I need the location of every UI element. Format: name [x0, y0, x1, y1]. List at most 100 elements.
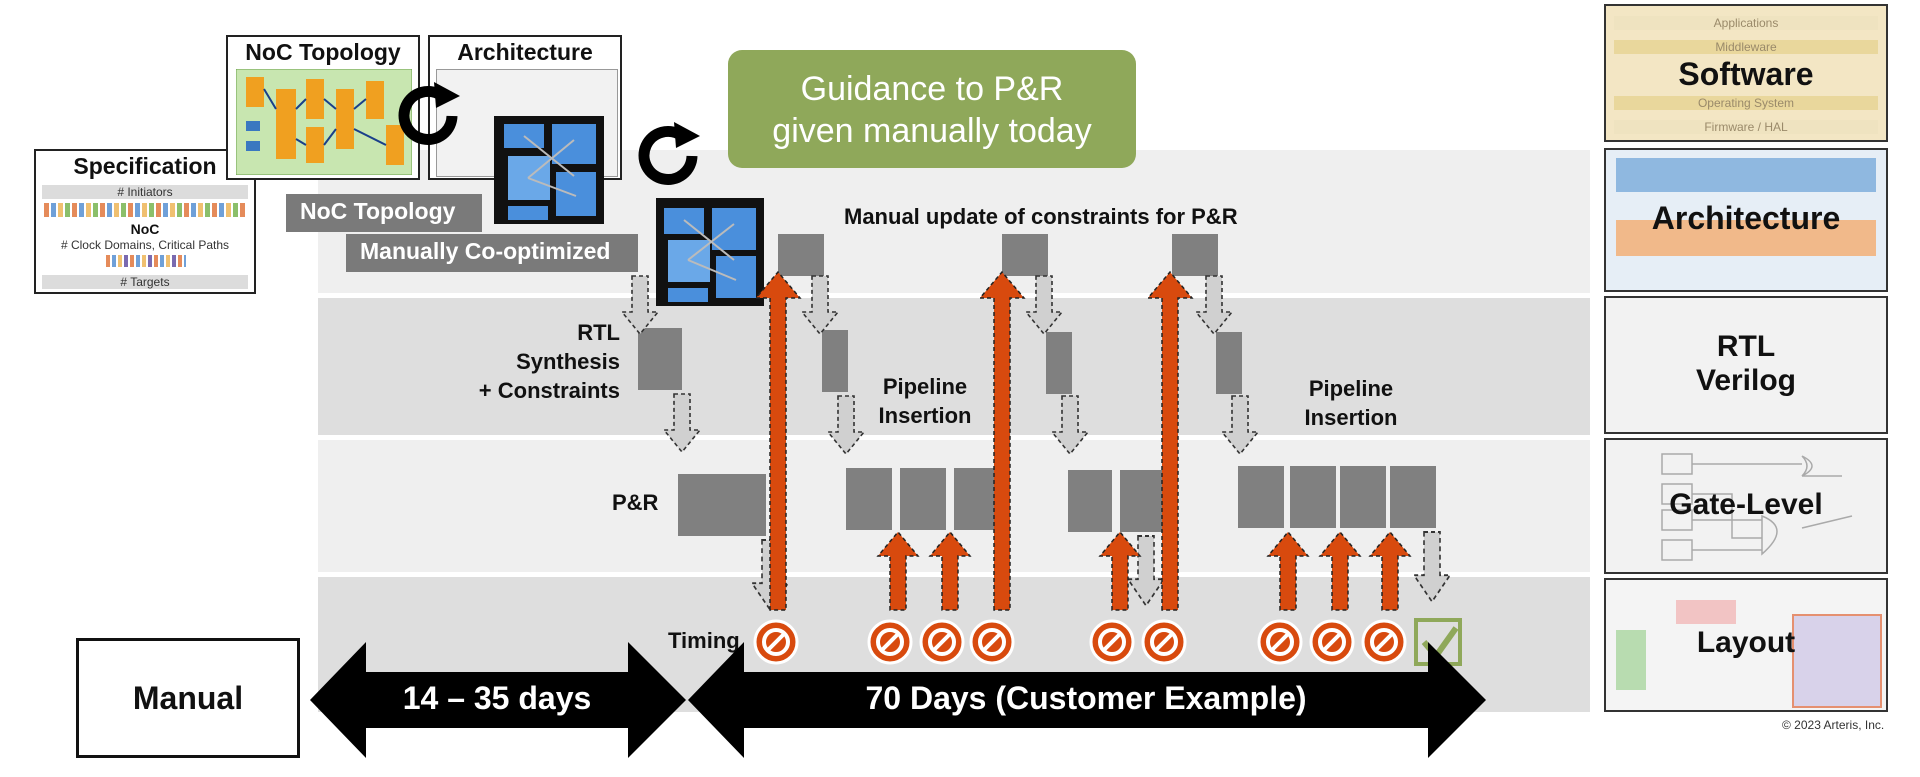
rtl-label: RTL Synthesis + Constraints — [420, 318, 620, 405]
spec-initiator-swatches — [44, 203, 246, 217]
down-arrow-icon — [1051, 395, 1089, 455]
step-box-pr-9 — [1340, 466, 1386, 528]
step-box-pr-8 — [1290, 466, 1336, 528]
days-short-label: 14 – 35 days — [402, 680, 592, 716]
refresh-cycle-icon — [398, 82, 460, 145]
stack-rtl-label-line1: RTL — [1716, 330, 1776, 363]
noc-topology-tag: NoC Topology — [286, 194, 482, 232]
down-arrow-icon — [1413, 531, 1451, 603]
no-entry-icon — [1361, 619, 1407, 665]
step-box-pr-10 — [1390, 466, 1436, 528]
flow-diagram — [310, 234, 1486, 758]
stack-architecture: Architecture — [1604, 148, 1888, 292]
step-box-rtl-4 — [1216, 332, 1242, 394]
down-arrow-icon — [663, 393, 701, 453]
down-arrow-icon — [1221, 395, 1259, 455]
refresh-cycle-icon — [638, 122, 700, 185]
guidance-line2: given manually today — [772, 112, 1092, 150]
rtl-label-line2: Synthesis — [516, 349, 620, 374]
step-box-pr-3 — [900, 468, 946, 530]
layout-purple-block — [1792, 614, 1882, 708]
spec-initiators-bar: # Initiators — [42, 185, 248, 199]
spec-clock-domains-label: # Clock Domains, Critical Paths — [60, 238, 230, 252]
step-box-topology-2 — [1002, 234, 1048, 276]
step-box-pr-5 — [1068, 470, 1112, 532]
software-row-os: Operating System — [1614, 96, 1878, 110]
days-long-label: 70 Days (Customer Example) — [865, 680, 1307, 716]
architecture-title: Architecture — [457, 39, 593, 65]
floorplan-image-1 — [494, 116, 604, 224]
pipeline-1-line1: Pipeline — [882, 374, 968, 399]
software-row-middleware: Middleware — [1614, 40, 1878, 54]
no-entry-icon — [1309, 619, 1355, 665]
copyright-text: © 2023 Arteris, Inc. — [1782, 718, 1885, 732]
step-box-topology-1 — [778, 234, 824, 276]
rtl-label-line1: RTL — [577, 320, 620, 345]
no-entry-icon — [867, 619, 913, 665]
stack-rtl: RTL Verilog — [1604, 296, 1888, 434]
manually-cooptimized-tag: Manually Co-optimized — [346, 234, 638, 272]
manual-update-label: Manual update of constraints for P&R — [844, 204, 1238, 229]
spec-initiators-label: # Initiators — [117, 185, 173, 199]
no-entry-icon — [1141, 619, 1187, 665]
no-entry-icon — [1257, 619, 1303, 665]
arrow-70-days — [688, 642, 1486, 758]
pipeline-insertion-label-1: Pipeline Insertion — [860, 372, 990, 430]
stack-gate-level: Gate-Level — [1604, 438, 1888, 574]
step-box-rtl-3 — [1046, 332, 1072, 394]
pr-label: P&R — [612, 490, 659, 515]
down-arrow-icon — [1025, 275, 1063, 335]
up-arrow-icon — [754, 270, 1412, 611]
pipeline-1-line2: Insertion — [878, 403, 972, 428]
step-box-pr-4 — [954, 468, 1000, 530]
step-box-rtl-1 — [638, 328, 682, 390]
timing-label: Timing — [668, 628, 740, 653]
noc-topology-graphic — [236, 69, 412, 175]
spec-targets-bar: # Targets — [42, 275, 248, 289]
pipeline-2-line2: Insertion — [1304, 405, 1398, 430]
step-box-pr-1 — [678, 474, 766, 536]
floorplan-image-2 — [656, 198, 764, 306]
architecture-blue-bar — [1616, 158, 1876, 192]
architecture-orange-bar — [1616, 220, 1876, 256]
guidance-callout: Guidance to P&R given manually today — [728, 50, 1136, 168]
no-entry-icon — [919, 619, 965, 665]
layout-green-strip — [1616, 630, 1646, 690]
step-box-pr-7 — [1238, 466, 1284, 528]
stack-rtl-label-line2: Verilog — [1695, 364, 1797, 397]
no-entry-icon — [1089, 619, 1135, 665]
step-box-pr-6 — [1120, 470, 1164, 532]
specification-title: Specification — [73, 153, 217, 179]
gate-level-schematic — [1661, 453, 1853, 561]
noc-topology-title: NoC Topology — [245, 39, 401, 65]
down-arrow-icon — [1127, 535, 1165, 607]
rtl-label-line3: + Constraints — [478, 378, 620, 403]
layout-pink-strip — [1676, 600, 1736, 624]
spec-noc-label: NoC — [130, 221, 160, 237]
stack-software-label: Software — [1678, 56, 1814, 92]
down-arrow-icon — [827, 395, 865, 455]
stack-architecture-label: Architecture — [1651, 200, 1841, 236]
down-arrow-icon — [1195, 275, 1233, 335]
stack-software: Applications Middleware Operating System… — [1604, 4, 1888, 142]
noc-topology-card: NoC Topology — [226, 35, 420, 180]
stack-layout-label: Layout — [1696, 626, 1796, 659]
spec-target-swatches — [106, 255, 186, 267]
no-entry-icon — [969, 619, 1015, 665]
manual-box: Manual — [76, 638, 300, 758]
specification-card: Specification # Initiators NoC # Clock D… — [34, 149, 256, 294]
no-entry-icon — [753, 619, 799, 665]
down-arrow-icon — [801, 275, 839, 335]
spec-targets-label: # Targets — [120, 275, 170, 289]
step-box-pr-2 — [846, 468, 892, 530]
step-box-topology-3 — [1172, 234, 1218, 276]
stack-layout: Layout — [1604, 578, 1888, 712]
arrow-14-35-days — [310, 642, 686, 758]
manual-label: Manual — [132, 680, 244, 716]
software-row-firmware: Firmware / HAL — [1614, 120, 1878, 134]
guidance-line1: Guidance to P&R — [800, 70, 1064, 108]
software-row-applications: Applications — [1614, 16, 1878, 30]
down-arrow-icon — [621, 275, 659, 335]
pipeline-2-line1: Pipeline — [1308, 376, 1394, 401]
stack-gate-level-label: Gate-Level — [1669, 488, 1823, 521]
